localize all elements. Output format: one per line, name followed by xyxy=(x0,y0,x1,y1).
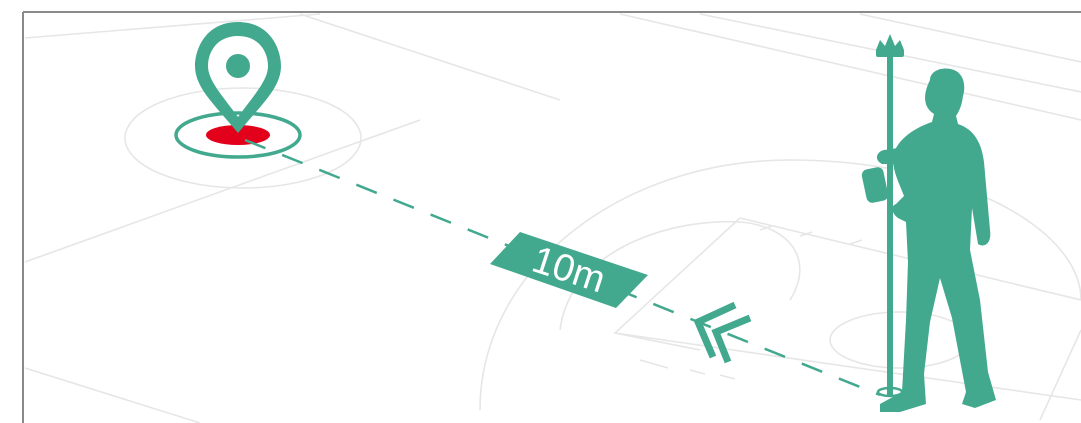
double-chevron-left-icon xyxy=(698,305,750,362)
distance-label: 10m xyxy=(527,239,610,302)
target-marker xyxy=(176,22,300,157)
person-with-gnss-pole-icon xyxy=(861,34,996,412)
